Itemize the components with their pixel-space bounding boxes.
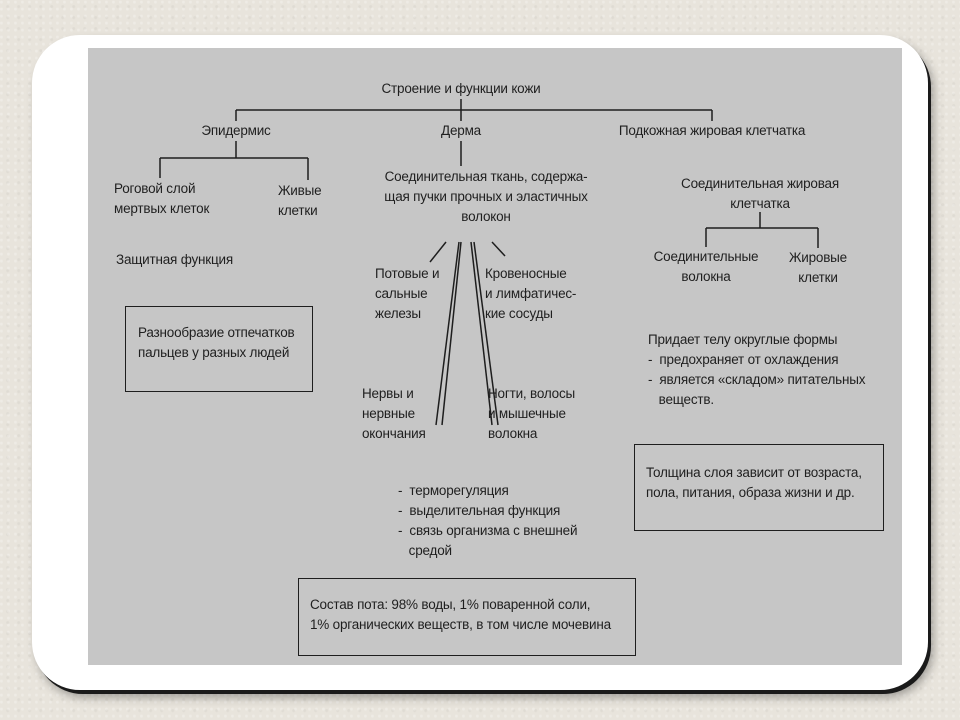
connector-nails-b (473, 241, 499, 426)
dermis-nails: Ногти, волосы и мышечные волокна (488, 386, 576, 441)
connector-nails-a (470, 241, 493, 426)
dermis-glands: Потовые и сальные железы (375, 266, 440, 321)
epidermis-horny-layer: Роговой слой мертвых клеток (114, 181, 210, 216)
layer-dermis: Дерма (441, 123, 481, 138)
diagram-title: Строение и функции кожи (381, 81, 541, 96)
connector-glands (429, 241, 447, 263)
epidermis-function: Защитная функция (116, 252, 233, 267)
sweat-composition-box (298, 578, 636, 656)
subcutaneous-fat-cells: Жировые клетки (788, 250, 847, 285)
dermis-nerves: Нервы и нервные окончания (362, 386, 426, 441)
subcutaneous-tissue: Соединительная жировая клетчатка (681, 176, 839, 211)
epidermis-living-cells: Живые клетки (278, 183, 322, 218)
connector-nerves-a (435, 241, 460, 426)
fingerprint-box (125, 306, 313, 392)
subcutaneous-functions: Придает телу округлые формы - предохраня… (648, 332, 866, 407)
layer-epidermis: Эпидермис (201, 123, 271, 138)
dermis-vessels: Кровеносные и лимфатичес- кие сосуды (485, 266, 577, 321)
subcutaneous-fibers: Соединительные волокна (653, 249, 759, 284)
connector-nerves-b (441, 241, 462, 426)
diagram-area (88, 48, 902, 665)
dermis-tissue: Соединительная ткань, содержа- щая пучки… (384, 169, 588, 224)
thickness-box (634, 444, 884, 531)
sweat-composition-text: Состав пота: 98% воды, 1% поваренной сол… (310, 597, 611, 632)
thickness-box-text: Толщина слоя зависит от возраста, пола, … (646, 465, 862, 500)
fingerprint-box-text: Разнообразие отпечатков пальцев у разных… (138, 325, 295, 360)
layer-subcutaneous: Подкожная жировая клетчатка (618, 123, 806, 138)
dermis-functions: - терморегуляция - выделительная функция… (398, 483, 578, 558)
connector-vessels (491, 241, 506, 257)
